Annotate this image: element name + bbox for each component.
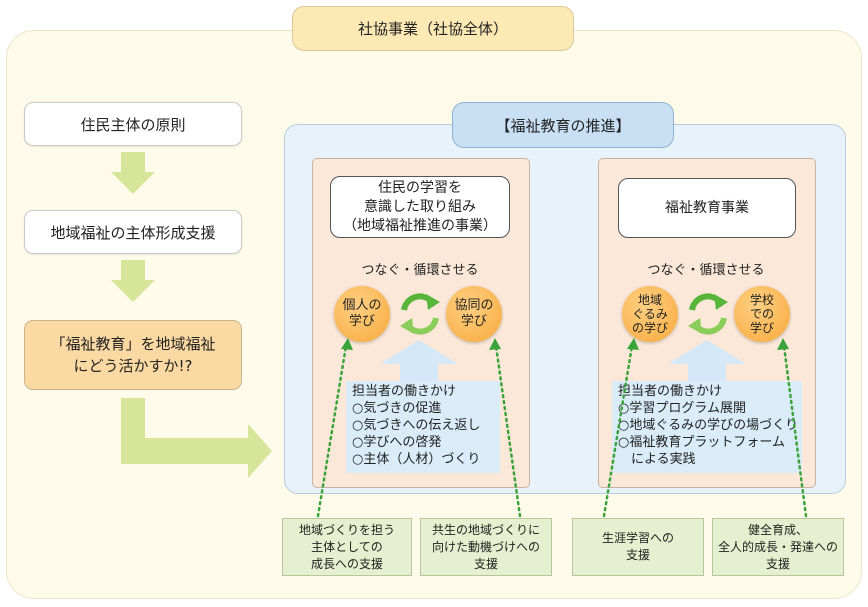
circle-text: 地域 — [637, 293, 662, 307]
circle-text: 協同の — [454, 298, 494, 313]
goal-box: 地域づくりを担う 主体としての 成長への支援 — [282, 518, 412, 576]
goal-line: 成長への支援 — [310, 556, 383, 571]
box-line: （地域福祉推進の事業） — [343, 217, 497, 234]
action-item: 担当者の働きかけ — [352, 384, 457, 399]
goal-box: 健全育成、 全人的成長・発達への 支援 — [712, 518, 844, 576]
resident-learning-box: 住民の学習を 意識した取り組み （地域福祉推進の事業） — [330, 176, 510, 238]
goal-line: 支援 — [625, 548, 650, 562]
connect-label: つなぐ・循環させる — [647, 263, 765, 278]
action-item: ○主体（人材）づくり — [352, 452, 481, 467]
goal-line: 生涯学習への — [601, 531, 674, 545]
up-arrow-icon — [668, 340, 746, 384]
action-item: ○地域ぐるみの学びの場づくり — [618, 418, 799, 433]
goal-line: 健全育成、 — [747, 522, 808, 537]
personal-learning-circle: 個人の 学び — [334, 286, 390, 342]
action-item: ○学習プログラム展開 — [618, 401, 746, 416]
circle-text: 学び — [749, 321, 774, 335]
action-item: ○福祉教育プラットフォーム — [618, 435, 785, 450]
box-line: 意識した取り組み — [364, 198, 476, 215]
goal-box: 生涯学習への 支援 — [572, 518, 704, 576]
up-arrow-icon — [380, 340, 458, 384]
goal-line: 向けた動機づけへの — [431, 539, 540, 554]
goal-line: 全人的成長・発達への — [717, 539, 838, 554]
goal-box: 共生の地域づくりに 向けた動機づけへの 支援 — [420, 518, 552, 576]
action-item: ○学びへの啓発 — [352, 435, 442, 450]
action-item: ○気づきへの伝え返し — [352, 418, 481, 433]
question-line: にどう活かすか!? — [73, 357, 193, 375]
promotion-title: 【福祉教育の推進】 — [452, 102, 674, 148]
action-item: ○気づきの促進 — [352, 401, 442, 416]
actions-list-left: 担当者の働きかけ ○気づきの促進 ○気づきへの伝え返し ○学びへの啓発 ○主体（… — [346, 381, 500, 473]
connect-label: つなぐ・循環させる — [361, 263, 479, 278]
circle-text: の学び — [631, 321, 668, 335]
goal-line: 支援 — [473, 556, 498, 571]
question-line: 「福祉教育」を地域福祉 — [50, 335, 216, 353]
action-item: による実践 — [618, 452, 696, 467]
circle-text: 個人の — [342, 298, 382, 313]
goal-line: 支援 — [765, 556, 790, 571]
support-box: 地域福祉の主体形成支援 — [24, 210, 242, 254]
recycle-arrows-icon — [688, 293, 728, 335]
page-title: 社協事業（社協全体） — [292, 6, 574, 51]
education-question-box: 「福祉教育」を地域福祉 にどう活かすか!? — [24, 320, 242, 390]
community-learning-circle: 地域 ぐるみ の学び — [622, 286, 678, 342]
down-arrow-icon — [111, 260, 155, 302]
down-arrow-icon — [111, 152, 155, 194]
goal-line: 共生の地域づくりに — [431, 522, 540, 537]
action-item: 担当者の働きかけ — [618, 384, 723, 399]
actions-list-right: 担当者の働きかけ ○学習プログラム展開 ○地域ぐるみの学びの場づくり ○福祉教育… — [612, 381, 802, 473]
circle-text: 学校 — [749, 293, 774, 307]
goal-line: 主体としての — [311, 539, 383, 554]
welfare-education-project-box: 福祉教育事業 — [618, 178, 796, 238]
circle-text: 学び — [348, 314, 375, 329]
principle-box: 住民主体の原則 — [24, 102, 242, 146]
school-learning-circle: 学校 での 学び — [734, 286, 790, 342]
elbow-arrow-icon — [121, 398, 272, 478]
circle-text: ぐるみ — [632, 307, 668, 321]
circle-text: での — [749, 307, 774, 321]
recycle-arrows-icon — [400, 293, 440, 335]
box-line: 住民の学習を — [378, 179, 462, 196]
goal-line: 地域づくりを担う — [298, 522, 395, 537]
cooperative-learning-circle: 協同の 学び — [446, 286, 502, 342]
circle-text: 学び — [460, 314, 487, 329]
